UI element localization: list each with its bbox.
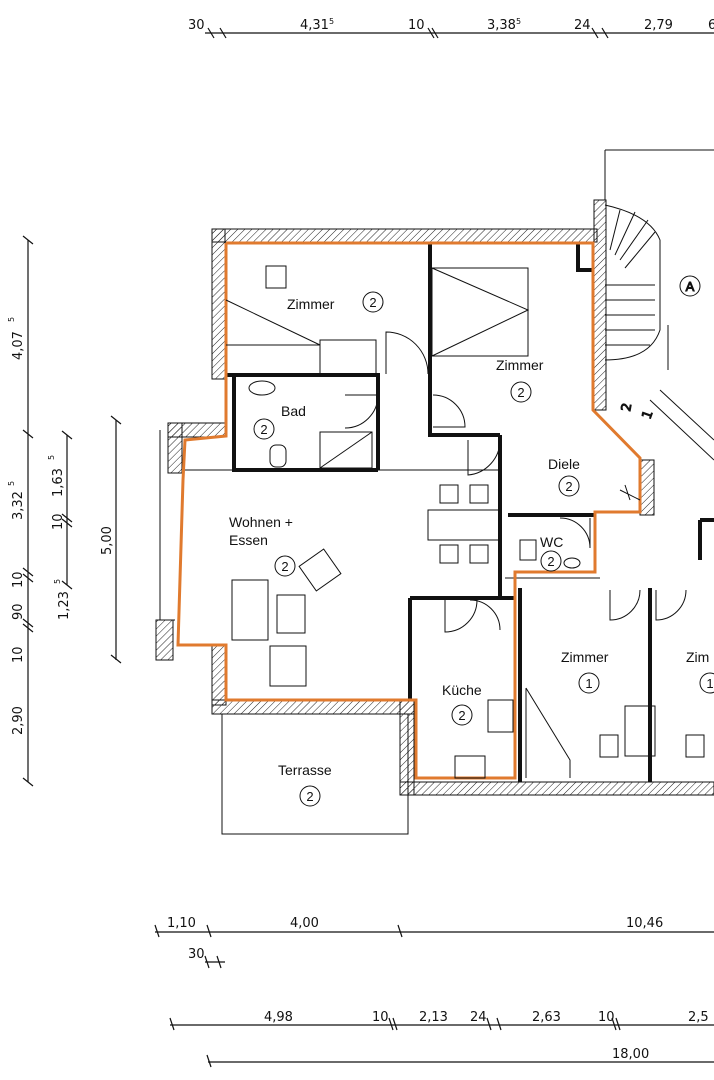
dim-sup: 5 bbox=[47, 455, 56, 460]
room-name: Bad bbox=[281, 403, 306, 419]
dim-label: 18,00 bbox=[612, 1047, 649, 1062]
sink bbox=[454, 755, 486, 779]
sofa bbox=[231, 579, 269, 641]
doors bbox=[344, 331, 687, 633]
toilet bbox=[269, 444, 287, 468]
bed bbox=[431, 267, 529, 357]
staircase: A 2 1 bbox=[604, 204, 714, 501]
interior-walls bbox=[159, 149, 714, 835]
svg-text:3,385: 3,385 bbox=[487, 17, 521, 33]
room-wohnen-essen: Wohnen + Essen 2 bbox=[229, 514, 296, 577]
room-name: Zimmer bbox=[287, 296, 335, 312]
dim-label: 1,63 bbox=[51, 468, 66, 497]
dim-label: 30 bbox=[188, 18, 205, 33]
dim-sup: 5 bbox=[7, 481, 16, 486]
dim-label: 10,46 bbox=[626, 916, 663, 931]
dim-sup: 5 bbox=[7, 317, 16, 322]
left-dimension-lines: 4,07 5 3,32 5 10 90 10 2,90 1,63 5 10 1,… bbox=[7, 235, 122, 787]
dim-label: 1,23 bbox=[57, 591, 72, 620]
dim-label: 2,79 bbox=[644, 18, 673, 33]
dim-label: 2,90 bbox=[11, 706, 26, 735]
stair-number: 1 bbox=[640, 408, 657, 421]
room-diele: Diele 2 bbox=[548, 456, 580, 497]
room-number: 1 bbox=[706, 676, 713, 691]
dim-label: 4,98 bbox=[264, 1010, 293, 1025]
room-kueche: Küche 2 bbox=[442, 682, 482, 726]
dim-label: 3,32 bbox=[11, 491, 26, 520]
dim-sup: 5 bbox=[53, 579, 62, 584]
room-name: Zimmer bbox=[496, 357, 544, 373]
room-number: 2 bbox=[517, 385, 524, 400]
dim-label: 30 bbox=[188, 947, 205, 962]
shower bbox=[319, 431, 373, 469]
room-name: Zim bbox=[686, 649, 709, 665]
dim-label: 6 bbox=[708, 18, 714, 33]
room-zimmer-north: Zimmer 2 bbox=[496, 357, 544, 403]
dim-label: 10 bbox=[11, 646, 26, 663]
furniture bbox=[225, 265, 705, 779]
room-bad: Bad 2 bbox=[253, 403, 306, 440]
dim-label: 2,5 bbox=[688, 1010, 709, 1025]
room-name: WC bbox=[540, 534, 563, 550]
dim-label: 1,10 bbox=[167, 916, 196, 931]
dim-sup: 5 bbox=[516, 17, 521, 26]
dim-label: 5,00 bbox=[100, 526, 115, 555]
exterior-walls bbox=[155, 199, 714, 796]
room-terrasse: Terrasse 2 bbox=[278, 762, 332, 807]
room-number: 2 bbox=[547, 554, 554, 569]
dim-label: 10 bbox=[11, 571, 26, 588]
bottom-dimension-lines: 1,10 4,00 10,46 30 4,98 10 2,13 24 2,63 … bbox=[154, 916, 714, 1068]
desk-chair bbox=[265, 265, 287, 289]
dim-label: 24 bbox=[470, 1010, 487, 1025]
room-labels: Zimmer 2 Zimmer 2 Bad 2 Diele 2 WC 2 Woh… bbox=[229, 291, 714, 807]
stair-label: A bbox=[686, 279, 695, 294]
room-name: Zimmer bbox=[561, 649, 609, 665]
room-number: 2 bbox=[281, 559, 288, 574]
dim-label: 10 bbox=[408, 18, 425, 33]
dim-label: 10 bbox=[51, 513, 66, 530]
room-name: Wohnen + bbox=[229, 514, 293, 530]
stove bbox=[487, 699, 514, 733]
room-number: 2 bbox=[260, 422, 267, 437]
dim-label: 4,31 bbox=[300, 18, 329, 33]
room-name: Terrasse bbox=[278, 762, 332, 778]
room-number: 2 bbox=[306, 789, 313, 804]
room-number: 2 bbox=[369, 295, 376, 310]
dim-label: 4,07 bbox=[11, 331, 26, 360]
dim-label: 2,13 bbox=[419, 1010, 448, 1025]
dining-table bbox=[427, 509, 501, 541]
dim-label: 4,00 bbox=[290, 916, 319, 931]
top-dimension-line: 30 4,315 10 3,385 24 2,79 6 bbox=[188, 17, 714, 39]
room-zimmer-neighbor: Zimmer 1 bbox=[561, 649, 609, 694]
wc-toilet bbox=[519, 539, 537, 561]
room-number: 1 bbox=[585, 676, 592, 691]
washbasin bbox=[248, 380, 276, 396]
dim-label: 2,63 bbox=[532, 1010, 561, 1025]
stair-number: 2 bbox=[619, 402, 635, 413]
dim-label: 10 bbox=[598, 1010, 615, 1025]
dim-sup: 5 bbox=[329, 17, 334, 26]
dim-label: 3,38 bbox=[487, 18, 516, 33]
room-number: 2 bbox=[565, 479, 572, 494]
dim-label: 90 bbox=[11, 603, 26, 620]
dim-label: 24 bbox=[574, 18, 591, 33]
room-wc: WC 2 bbox=[540, 534, 563, 572]
room-zimmer-neighbor-2: Zim 1 bbox=[686, 649, 714, 694]
room-number: 2 bbox=[458, 708, 465, 723]
dim-label: 10 bbox=[372, 1010, 389, 1025]
room-name: Diele bbox=[548, 456, 580, 472]
room-zimmer-west: Zimmer 2 bbox=[287, 291, 384, 313]
room-name-line2: Essen bbox=[229, 532, 268, 548]
room-name: Küche bbox=[442, 682, 482, 698]
svg-text:4,315: 4,315 bbox=[300, 17, 334, 33]
